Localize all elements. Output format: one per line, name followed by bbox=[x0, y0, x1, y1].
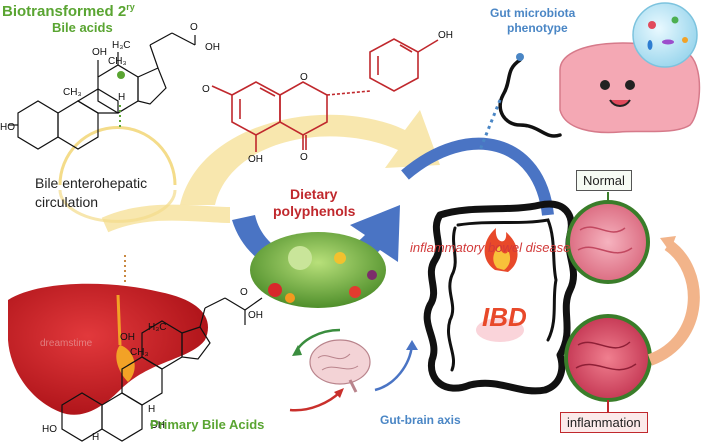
fire-inner bbox=[493, 246, 511, 270]
chem-ho-top: OH bbox=[92, 47, 107, 58]
chem-flav-o-minus: O bbox=[202, 84, 210, 95]
yellow-arc-left bbox=[101, 204, 231, 233]
bacteria-3 bbox=[662, 39, 674, 45]
chem-h-bottom1: H bbox=[92, 432, 99, 443]
peach-curve-arrow bbox=[647, 240, 700, 366]
mini-colon bbox=[498, 58, 562, 138]
green-marker-top bbox=[117, 71, 125, 79]
salad-tomato-2 bbox=[349, 286, 361, 298]
enterohepatic-ring-lower bbox=[58, 189, 177, 223]
chem-flav-oh-bottom: OH bbox=[248, 154, 263, 165]
ibd-glow bbox=[476, 318, 524, 342]
chem-ch3-top2: CH₃ bbox=[63, 87, 82, 98]
enterohepatic-ring bbox=[58, 126, 177, 186]
chem-h3c-bottom: H₃C bbox=[148, 322, 167, 333]
brain-folds bbox=[317, 353, 359, 371]
dietary-label-2: polyphenols bbox=[273, 203, 356, 219]
bacteria-1 bbox=[648, 21, 656, 29]
blue-marker bbox=[516, 53, 524, 61]
liver-fissure bbox=[116, 294, 122, 346]
tissue-inflamed-texture bbox=[575, 341, 637, 371]
chem-ch3-bottom: CH₃ bbox=[130, 347, 149, 358]
chem-h3c-top: H₃C bbox=[112, 40, 131, 51]
salad-cabbage bbox=[288, 246, 312, 270]
blue-arc-right bbox=[401, 137, 554, 216]
colon-inner bbox=[447, 218, 558, 372]
normal-label: Normal bbox=[576, 170, 632, 191]
blue-arrow-brain bbox=[374, 344, 414, 392]
bile-acid-top-structure bbox=[8, 32, 196, 150]
chem-oh-cooh-bottom: OH bbox=[248, 310, 263, 321]
tissue-normal-texture bbox=[577, 226, 633, 254]
chem-oh-bottom: OH bbox=[120, 332, 135, 343]
bile-enterohepatic-label-1: Bile enterohepatic bbox=[35, 175, 148, 191]
bile-acids-label: Bile acids bbox=[52, 20, 113, 35]
chem-oh-cooh-top: OH bbox=[205, 42, 220, 53]
chem-flav-o-ring: O bbox=[300, 72, 308, 83]
dietary-label-1: Dietary bbox=[290, 186, 338, 202]
biotransformed-title: Biotransformed 2ry bbox=[2, 2, 135, 20]
chem-ho-left: HO bbox=[0, 122, 15, 133]
chem-o-cooh-bottom: O bbox=[240, 287, 248, 298]
chem-oh-bottom2: OH bbox=[150, 420, 165, 431]
yellow-cycle-arrow bbox=[180, 110, 440, 205]
biotransformed-text: Biotransformed 2 bbox=[2, 3, 127, 20]
blue-dotted-link bbox=[478, 99, 502, 151]
chem-ch3-top1: CH₃ bbox=[108, 56, 127, 67]
biotransformed-sup: ry bbox=[126, 2, 135, 12]
salad-pepper bbox=[334, 252, 346, 264]
red-arrowhead bbox=[334, 388, 344, 398]
tissue-inflamed-circle bbox=[564, 314, 652, 402]
peach-arrowhead bbox=[660, 236, 676, 252]
red-arrow-brain bbox=[289, 391, 341, 412]
brain-stem bbox=[348, 379, 358, 393]
flavonoid-structure bbox=[211, 38, 439, 152]
chem-ho-bottom: HO bbox=[42, 424, 57, 435]
bacteria-5 bbox=[647, 40, 653, 50]
blue-arrowhead bbox=[406, 340, 418, 350]
chem-flav-o-ketone: O bbox=[300, 152, 308, 163]
phenotype-label: phenotype bbox=[507, 21, 568, 35]
green-arrowhead bbox=[292, 345, 302, 356]
salad-bowl bbox=[250, 232, 386, 308]
liver-shape bbox=[8, 283, 208, 415]
chem-flav-oh-top: OH bbox=[438, 30, 453, 41]
gut-microbiota-label: Gut microbiota bbox=[490, 6, 576, 20]
salad-grape bbox=[367, 270, 377, 280]
gut-mascot-eye-left bbox=[600, 80, 610, 90]
chem-o-cooh-top: O bbox=[190, 22, 198, 33]
salad-tomato-1 bbox=[268, 283, 282, 297]
salad-orange bbox=[285, 293, 295, 303]
ibd-short-label: IBD bbox=[482, 302, 527, 332]
primary-bile-acids-label: Primary Bile Acids bbox=[150, 417, 265, 432]
bacteria-4 bbox=[682, 37, 688, 43]
bacteria-2 bbox=[671, 16, 679, 24]
gut-brain-axis-label: Gut-brain axis bbox=[380, 413, 461, 427]
ibd-long-label: inflammatory bowel disease bbox=[410, 240, 571, 255]
bile-acid-bottom-structure bbox=[61, 297, 263, 442]
bacteria-bubble bbox=[632, 2, 698, 68]
gut-mascot-eye-right bbox=[625, 80, 635, 90]
gut-mascot-mouth bbox=[609, 99, 631, 107]
tissue-normal-circle bbox=[566, 200, 650, 284]
chem-h-bottom2: H bbox=[148, 404, 155, 415]
chem-h-top: H bbox=[118, 92, 125, 103]
bile-enterohepatic-label-2: circulation bbox=[35, 194, 99, 210]
watermark-text: dreamstime bbox=[40, 338, 93, 349]
gallbladder bbox=[116, 345, 135, 382]
brain-icon bbox=[309, 339, 371, 385]
inflammation-label: inflammation bbox=[560, 412, 648, 433]
